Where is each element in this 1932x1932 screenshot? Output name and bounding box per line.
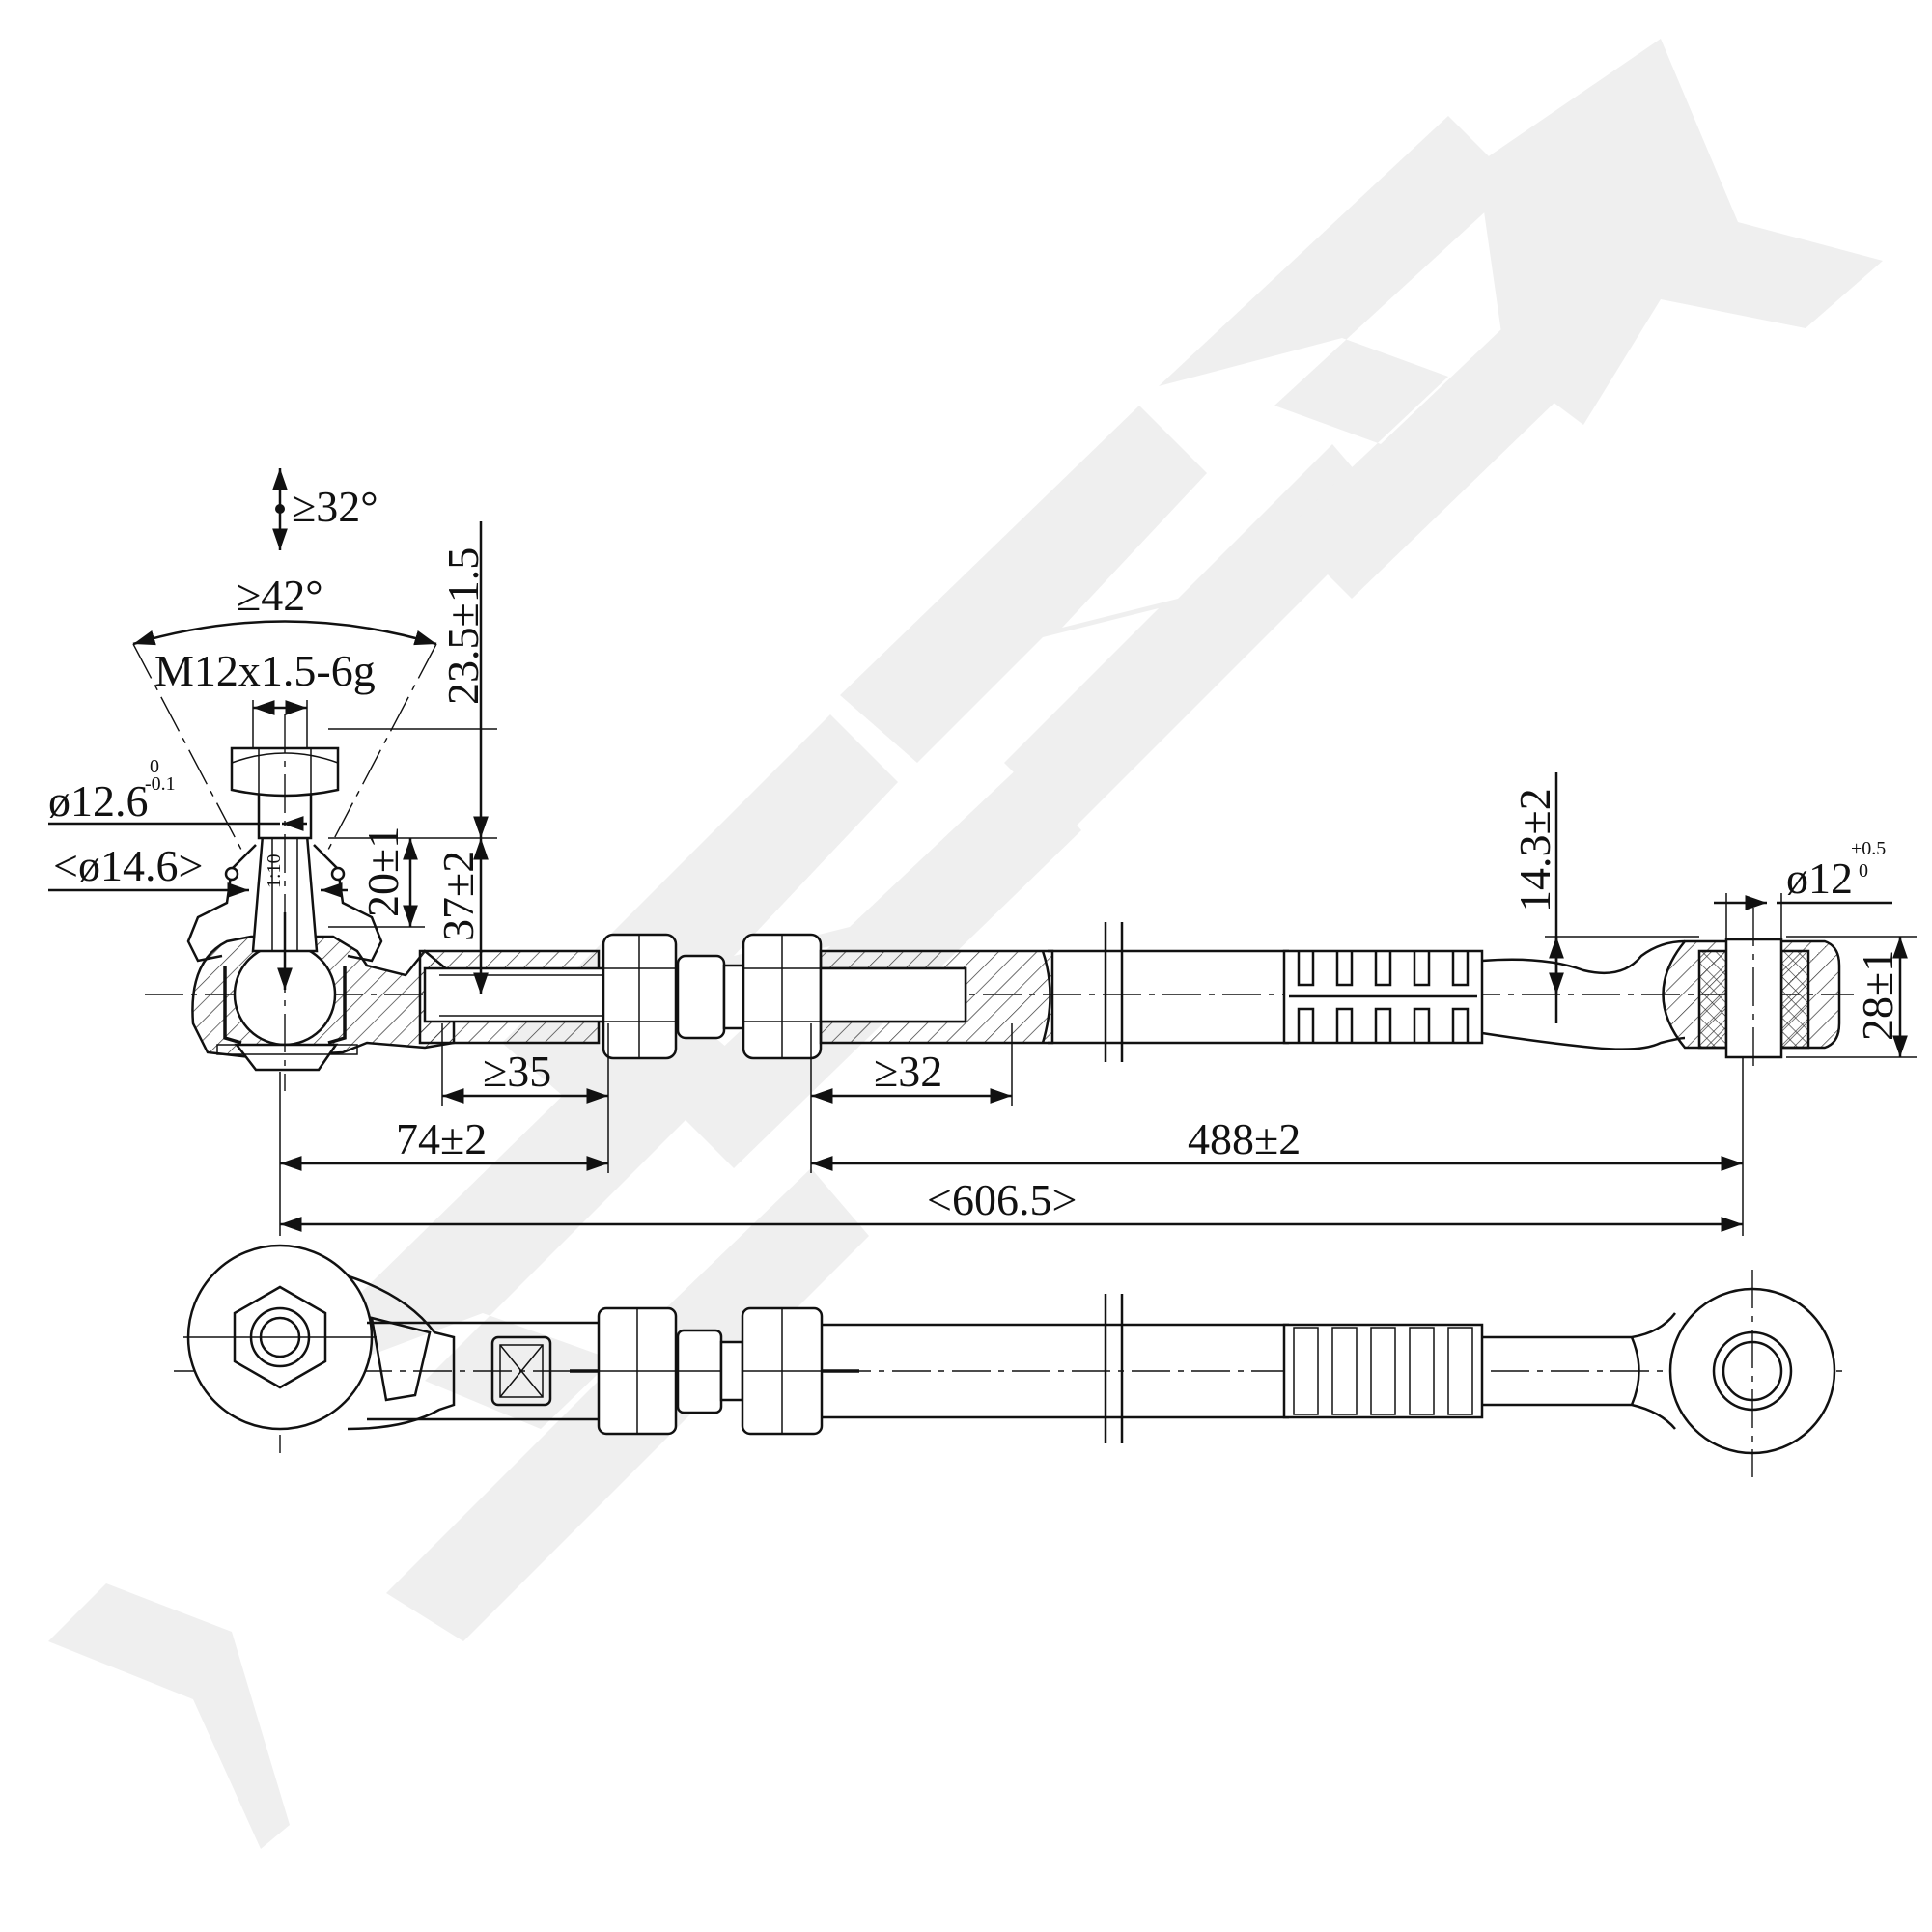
right-threaded-rod [819, 966, 967, 1023]
watermark-letter-n2 [840, 406, 1390, 830]
bearing-liner [223, 966, 347, 1045]
left-threaded-rod [423, 966, 610, 1023]
plan-arm-top [1482, 1312, 1676, 1339]
plan-grip-sleeve [1282, 1323, 1484, 1419]
side-view-section [145, 714, 1854, 1091]
square-drive-inner [499, 1344, 544, 1398]
dimensions-top: ≥32° ≥42° M12x1.5-6g 23.5±1.5 ø12.6 0 -0… [48, 468, 1917, 1236]
arm-lower-edge [1481, 1031, 1686, 1050]
offset-label: 14.3±2 [1510, 788, 1559, 912]
boot-dia-label: <ø14.6> [53, 841, 203, 890]
center-adjuster-hex [676, 954, 726, 1040]
stud-dia-label: ø12.6 [48, 776, 149, 826]
rubber-bushing-left [1697, 949, 1728, 1050]
stud-dia-tol-lower: -0.1 [145, 773, 176, 795]
tube-break-wave [1041, 950, 1051, 1044]
thread-right-label: ≥32 [874, 1047, 942, 1096]
thread-left-label: ≥35 [483, 1047, 551, 1096]
center-adjuster-collar [722, 964, 745, 1030]
plan-grip-rib-2 [1331, 1327, 1358, 1415]
total-length-label: <606.5> [927, 1175, 1077, 1224]
boot-clip-left [224, 866, 239, 882]
ball-end-arm-inner [370, 1316, 432, 1402]
bush-width-label: 28±1 [1853, 950, 1902, 1041]
cone-line-right [327, 643, 437, 851]
plan-grip-rib-5 [1447, 1327, 1473, 1415]
square-drive [490, 1335, 552, 1407]
rubber-bushing-right [1779, 949, 1810, 1050]
swing-dot [275, 504, 285, 514]
thread-spec-label: M12x1.5-6g [154, 646, 376, 695]
stud-height-label: 23.5±1.5 [438, 547, 488, 705]
plan-arm-bottom [1482, 1403, 1676, 1430]
stud-dia-tol-upper: 0 [150, 756, 159, 777]
watermark-letter-z [48, 1583, 290, 1849]
nut-chamfer [231, 752, 339, 764]
bottom-cap [234, 1043, 339, 1072]
right-length-label: 488±2 [1188, 1114, 1301, 1163]
cone-line-left [132, 643, 242, 851]
stud-total-label: 37±2 [434, 851, 483, 941]
plan-arm-curve [1630, 1336, 1640, 1406]
bush-dia-tol-lower: 0 [1859, 860, 1868, 882]
ball-end-arm [342, 1273, 456, 1431]
plan-grip-rib-3 [1370, 1327, 1396, 1415]
bush-dia-label: ø12 [1786, 854, 1853, 903]
plan-grip-rib-1 [1293, 1327, 1319, 1415]
plan-center-collar [719, 1340, 744, 1402]
bottom-cap-ring [216, 1044, 358, 1055]
left-length-label: 74±2 [396, 1114, 487, 1163]
taper-label: 1:10 [264, 854, 285, 888]
cone-angle-label: ≥42° [237, 571, 323, 620]
plan-view [174, 1244, 1849, 1477]
boot-clip-right [330, 866, 346, 882]
square-drive-x2 [499, 1344, 544, 1398]
cone-length-label: 20±1 [358, 826, 407, 917]
bush-dia-tol-upper: +0.5 [1851, 838, 1886, 859]
plan-grip-rib-4 [1409, 1327, 1435, 1415]
swing-angle-label: ≥32° [292, 482, 378, 531]
grip-grooves [1289, 951, 1477, 1043]
cone-angle-arc [132, 620, 437, 646]
watermark-letter-k [1477, 39, 1883, 425]
arm-upper-edge [1481, 939, 1686, 975]
